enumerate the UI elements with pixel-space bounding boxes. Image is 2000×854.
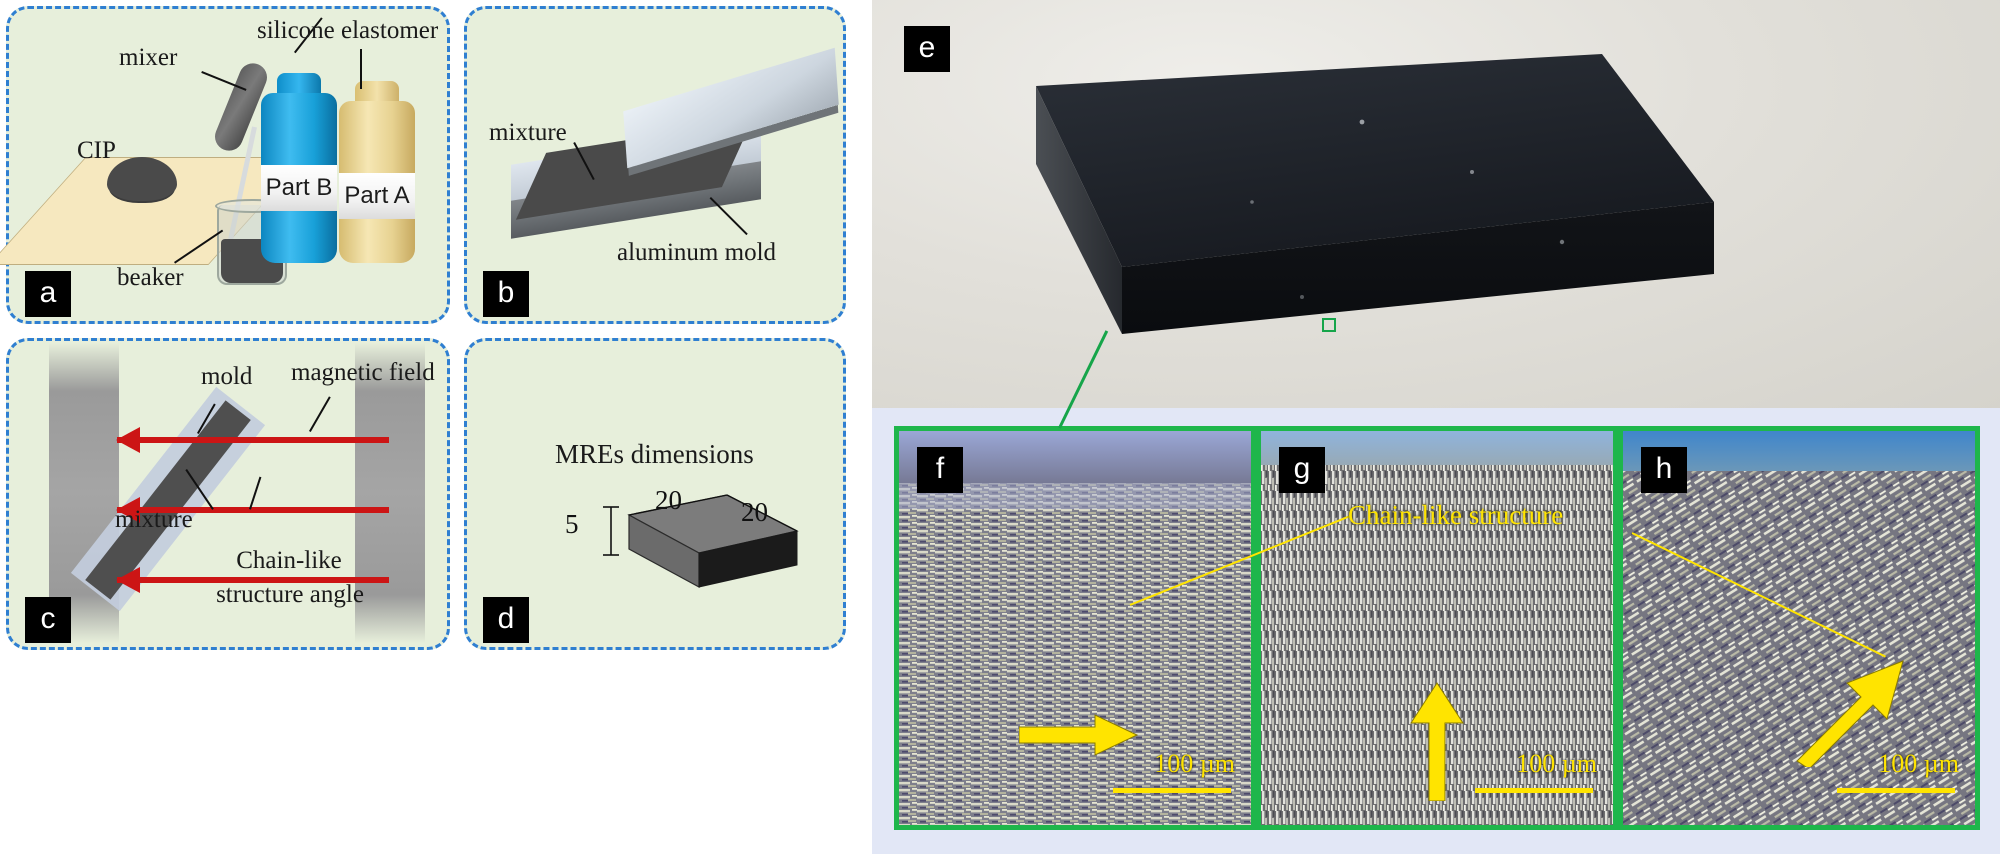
cip-powder-pile — [107, 157, 177, 201]
field-arrow-1 — [117, 437, 389, 443]
field-arrow-2 — [117, 507, 389, 513]
bottle-part-b-label: Part B — [261, 165, 337, 211]
mre-sample-block — [1002, 52, 1742, 352]
panel-tag-e: e — [904, 26, 950, 72]
panel-e-photo: e — [872, 0, 2000, 410]
panel-f-direction-arrow — [1019, 714, 1139, 756]
panel-a: Part B Part A CIP mixer beaker silicone … — [0, 6, 450, 324]
dim-width: 20 — [655, 485, 682, 515]
label-mixer: mixer — [119, 44, 178, 71]
panel-g-scalebar-label: 100 µm — [1516, 749, 1597, 778]
panel-h-micrograph: 100 µm h — [1618, 426, 1980, 830]
bottle-part-b: Part B — [261, 73, 337, 263]
dim-thickness: 5 — [565, 509, 579, 539]
magnet-pole-right — [355, 343, 425, 643]
field-arrow-3 — [117, 577, 389, 583]
panel-f-scalebar — [1113, 788, 1231, 793]
leader-magnetic-field — [309, 396, 331, 432]
label-aluminum-mold: aluminum mold — [617, 239, 777, 266]
panel-fgh-container: 100 µm f — [872, 330, 2000, 854]
panel-f-scalebar-label: 100 µm — [1154, 749, 1235, 778]
label-beaker: beaker — [117, 264, 184, 291]
panel-tag-f: f — [917, 447, 963, 493]
panel-tag-a: a — [25, 271, 71, 317]
label-mres-dimensions: MREs dimensions — [555, 439, 754, 469]
label-cip: CIP — [77, 137, 116, 164]
label-magnetic-field: magnetic field — [291, 359, 435, 386]
panel-tag-c: c — [25, 597, 71, 643]
label-chain-like-structure: Chain-like structure — [1348, 500, 1564, 530]
leader-silicone-a — [360, 49, 362, 89]
mre-sample-svg — [1036, 54, 1714, 334]
label-mixture-b: mixture — [489, 119, 567, 146]
bottle-part-a: Part A — [339, 81, 415, 263]
panel-h-direction-arrow — [1796, 660, 1904, 767]
zoom-region-marker — [1322, 318, 1336, 332]
panel-d: MREs dimensions 5 20 20 d — [464, 338, 846, 650]
panel-g-micrograph: 100 µm g — [1256, 426, 1618, 830]
panel-g-direction-arrow — [1410, 682, 1464, 801]
label-mixture-c: mixture — [115, 506, 193, 533]
mre-cube-svg — [603, 494, 799, 589]
label-mold-c: mold — [201, 363, 253, 390]
panel-tag-g: g — [1279, 447, 1325, 493]
panel-h-scalebar-label: 100 µm — [1878, 749, 1959, 778]
panel-h-scalebar — [1837, 788, 1955, 793]
mre-cube: 5 20 20 — [559, 485, 809, 611]
dim-depth: 20 — [741, 497, 768, 527]
panel-tag-b: b — [483, 271, 529, 317]
panel-tag-h: h — [1641, 447, 1687, 493]
panel-h-texture — [1623, 431, 1975, 825]
label-chain-angle-line1: Chain-like — [236, 547, 342, 574]
leader-chain-angle — [249, 476, 262, 510]
bottle-part-a-label: Part A — [339, 173, 415, 219]
panel-g-scalebar — [1475, 788, 1593, 793]
label-silicone-elastomer: silicone elastomer — [257, 17, 439, 44]
label-chain-angle-line2: structure angle — [216, 581, 364, 608]
panel-f-micrograph: 100 µm f — [894, 426, 1256, 830]
panel-tag-d: d — [483, 597, 529, 643]
panel-c: mold magnetic field mixture Chain-like s… — [6, 338, 450, 650]
panel-b: mixture aluminum mold b — [464, 6, 846, 324]
